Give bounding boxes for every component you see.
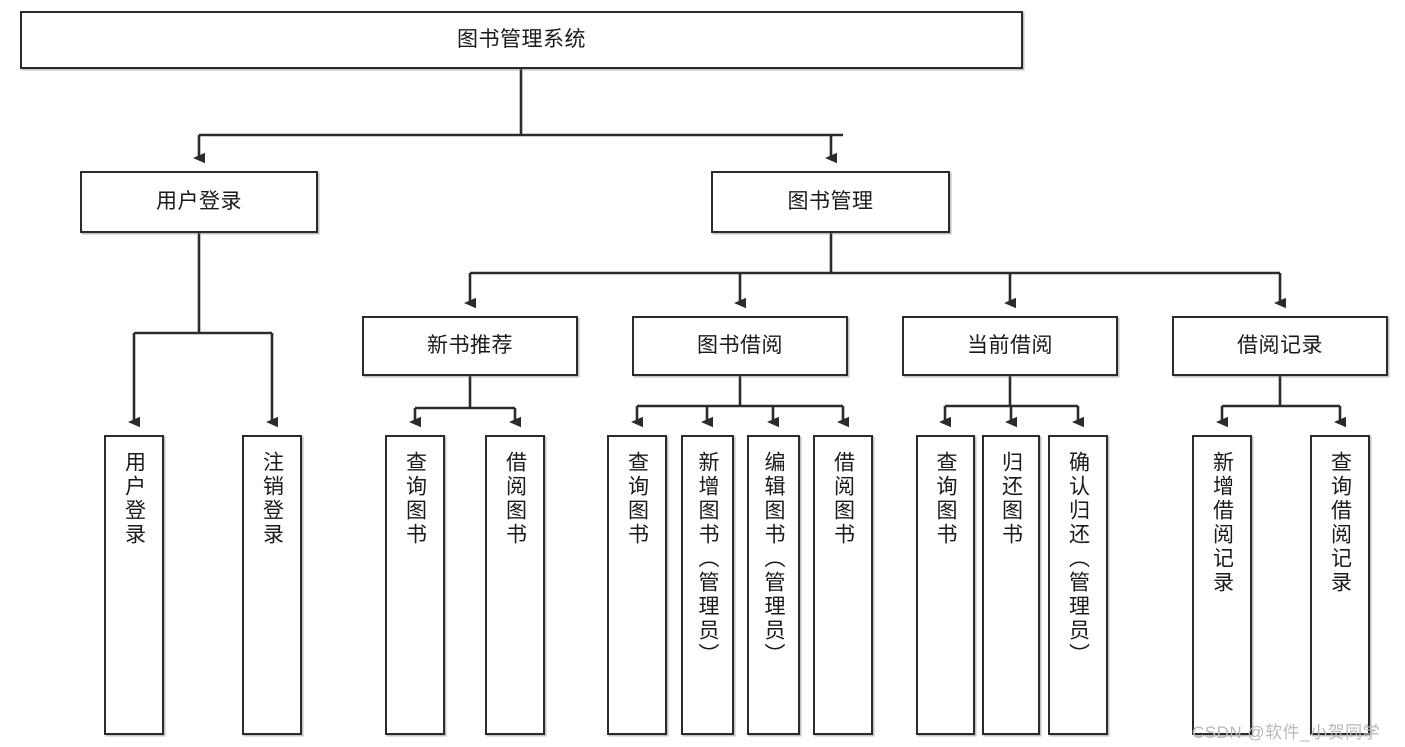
node-root[interactable]: 图书管理系统 [20,11,1023,69]
csdn-watermark: CSDN @软件_小贺同学 [1192,723,1381,742]
node-leaf-query-book-current-label: 查询图书 [934,451,957,547]
node-leaf-user-logout[interactable]: 注销登录 [242,435,302,735]
node-leaf-borrow-book-rec-label: 借阅图书 [503,451,527,547]
node-leaf-query-borrow-record[interactable]: 查询借阅记录 [1310,435,1370,735]
node-leaf-add-borrow-record-label: 新增借阅记录 [1210,451,1234,595]
node-book-borrow[interactable]: 图书借阅 [632,316,848,376]
node-leaf-user-logout-label: 注销登录 [260,451,284,547]
node-leaf-edit-book-admin[interactable]: 编辑图书（管理员） [747,435,800,735]
node-root-label: 图书管理系统 [457,27,586,51]
node-leaf-borrow-book-label: 借阅图书 [831,451,855,547]
node-leaf-borrow-book[interactable]: 借阅图书 [813,435,873,735]
node-current-borrow-label: 当前借阅 [967,333,1053,357]
node-leaf-return-book[interactable]: 归还图书 [982,435,1040,735]
node-leaf-user-login-label: 用户登录 [122,451,146,547]
node-new-book-recommend[interactable]: 新书推荐 [362,316,578,376]
node-leaf-query-book-current[interactable]: 查询图书 [916,435,975,735]
node-leaf-confirm-return-admin[interactable]: 确认归还（管理员） [1048,435,1108,735]
node-leaf-query-borrow-record-label: 查询借阅记录 [1328,451,1352,595]
node-leaf-add-book-admin-label: 新增图书（管理员） [696,451,719,667]
node-user-login[interactable]: 用户登录 [80,171,318,233]
node-leaf-add-borrow-record[interactable]: 新增借阅记录 [1192,435,1252,735]
node-leaf-return-book-label: 归还图书 [999,451,1023,547]
node-leaf-add-book-admin[interactable]: 新增图书（管理员） [681,435,734,735]
node-leaf-query-book-borrow-label: 查询图书 [625,451,649,547]
node-book-borrow-label: 图书借阅 [697,333,783,357]
node-book-management[interactable]: 图书管理 [711,171,950,233]
node-borrow-record-label: 借阅记录 [1237,333,1323,357]
node-leaf-query-book-rec-label: 查询图书 [403,451,427,547]
node-leaf-confirm-return-admin-label: 确认归还（管理员） [1066,451,1090,667]
node-book-management-label: 图书管理 [787,189,874,213]
node-borrow-record[interactable]: 借阅记录 [1172,316,1388,376]
node-leaf-edit-book-admin-label: 编辑图书（管理员） [762,451,785,667]
node-leaf-borrow-book-rec[interactable]: 借阅图书 [485,435,545,735]
node-leaf-query-book-borrow[interactable]: 查询图书 [607,435,667,735]
node-user-login-label: 用户登录 [156,189,242,213]
node-new-book-recommend-label: 新书推荐 [427,333,513,357]
node-leaf-query-book-rec[interactable]: 查询图书 [385,435,445,735]
node-current-borrow[interactable]: 当前借阅 [902,316,1118,376]
node-leaf-user-login[interactable]: 用户登录 [104,435,164,735]
